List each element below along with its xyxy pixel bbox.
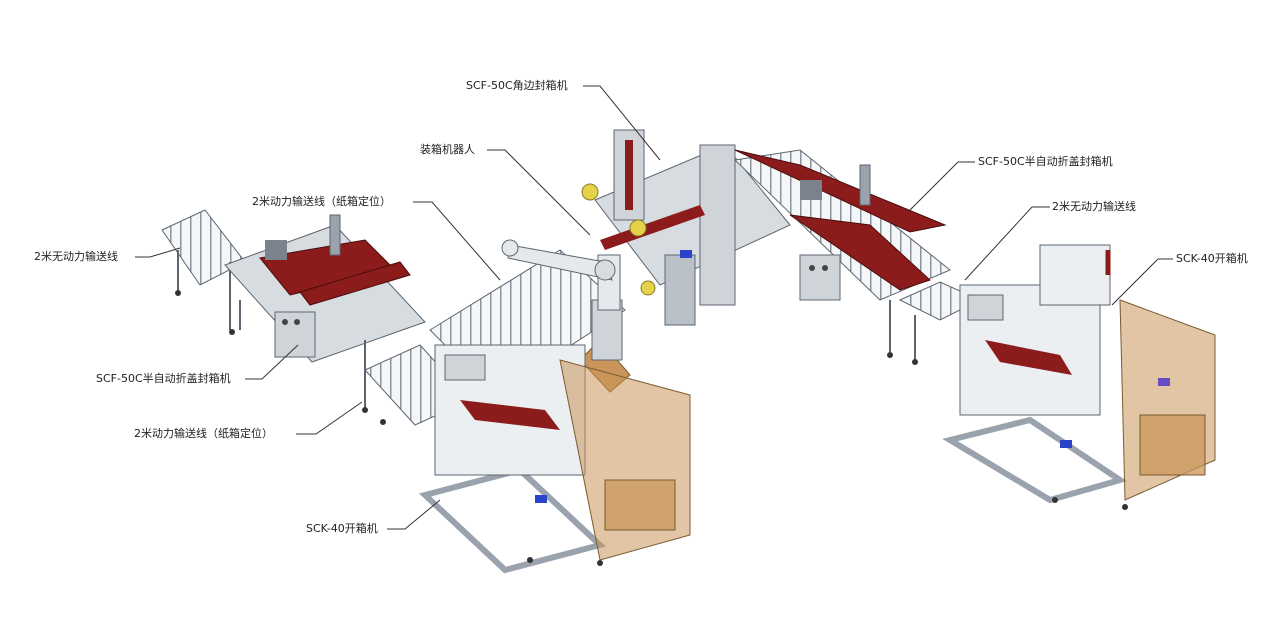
unpowered-conveyor-left bbox=[161, 209, 246, 335]
label-corner-sealer: SCF-50C角边封箱机 bbox=[466, 79, 568, 92]
label-erector-right: SCK-40开箱机 bbox=[1176, 252, 1248, 265]
label-unpowered-conveyor-left: 2米无动力输送线 bbox=[34, 250, 118, 263]
leader-corner-sealer bbox=[583, 85, 661, 161]
leader-erector-right bbox=[1111, 258, 1173, 306]
leader-unpowered-conveyor-right bbox=[964, 206, 1050, 281]
label-powered-conveyor-bottom: 2米动力输送线（纸箱定位） bbox=[134, 427, 273, 440]
label-unpowered-conveyor-right: 2米无动力输送线 bbox=[1052, 200, 1136, 213]
leader-robot bbox=[487, 149, 591, 236]
semi-auto-sealer-left bbox=[224, 214, 426, 425]
leader-powered-conveyor-top bbox=[413, 201, 501, 281]
leader-semi-auto-sealer-left bbox=[245, 344, 299, 380]
label-erector-left: SCK-40开箱机 bbox=[306, 522, 378, 535]
leader-erector-left bbox=[387, 499, 441, 530]
case-erector-right bbox=[942, 244, 1216, 510]
case-erector-left bbox=[418, 344, 691, 574]
semi-auto-sealer-right bbox=[733, 149, 951, 358]
label-robot: 装箱机器人 bbox=[420, 143, 475, 156]
leader-lines bbox=[135, 85, 1173, 530]
label-semi-auto-sealer-right: SCF-50C半自动折盖封箱机 bbox=[978, 155, 1113, 168]
label-powered-conveyor-top: 2米动力输送线（纸箱定位） bbox=[252, 195, 391, 208]
label-semi-auto-sealer-left: SCF-50C半自动折盖封箱机 bbox=[96, 372, 231, 385]
leader-powered-conveyor-bottom bbox=[296, 401, 363, 435]
corner-sealer bbox=[581, 129, 791, 326]
leader-semi-auto-sealer-right bbox=[909, 161, 975, 211]
leader-unpowered-conveyor-left bbox=[135, 247, 181, 258]
